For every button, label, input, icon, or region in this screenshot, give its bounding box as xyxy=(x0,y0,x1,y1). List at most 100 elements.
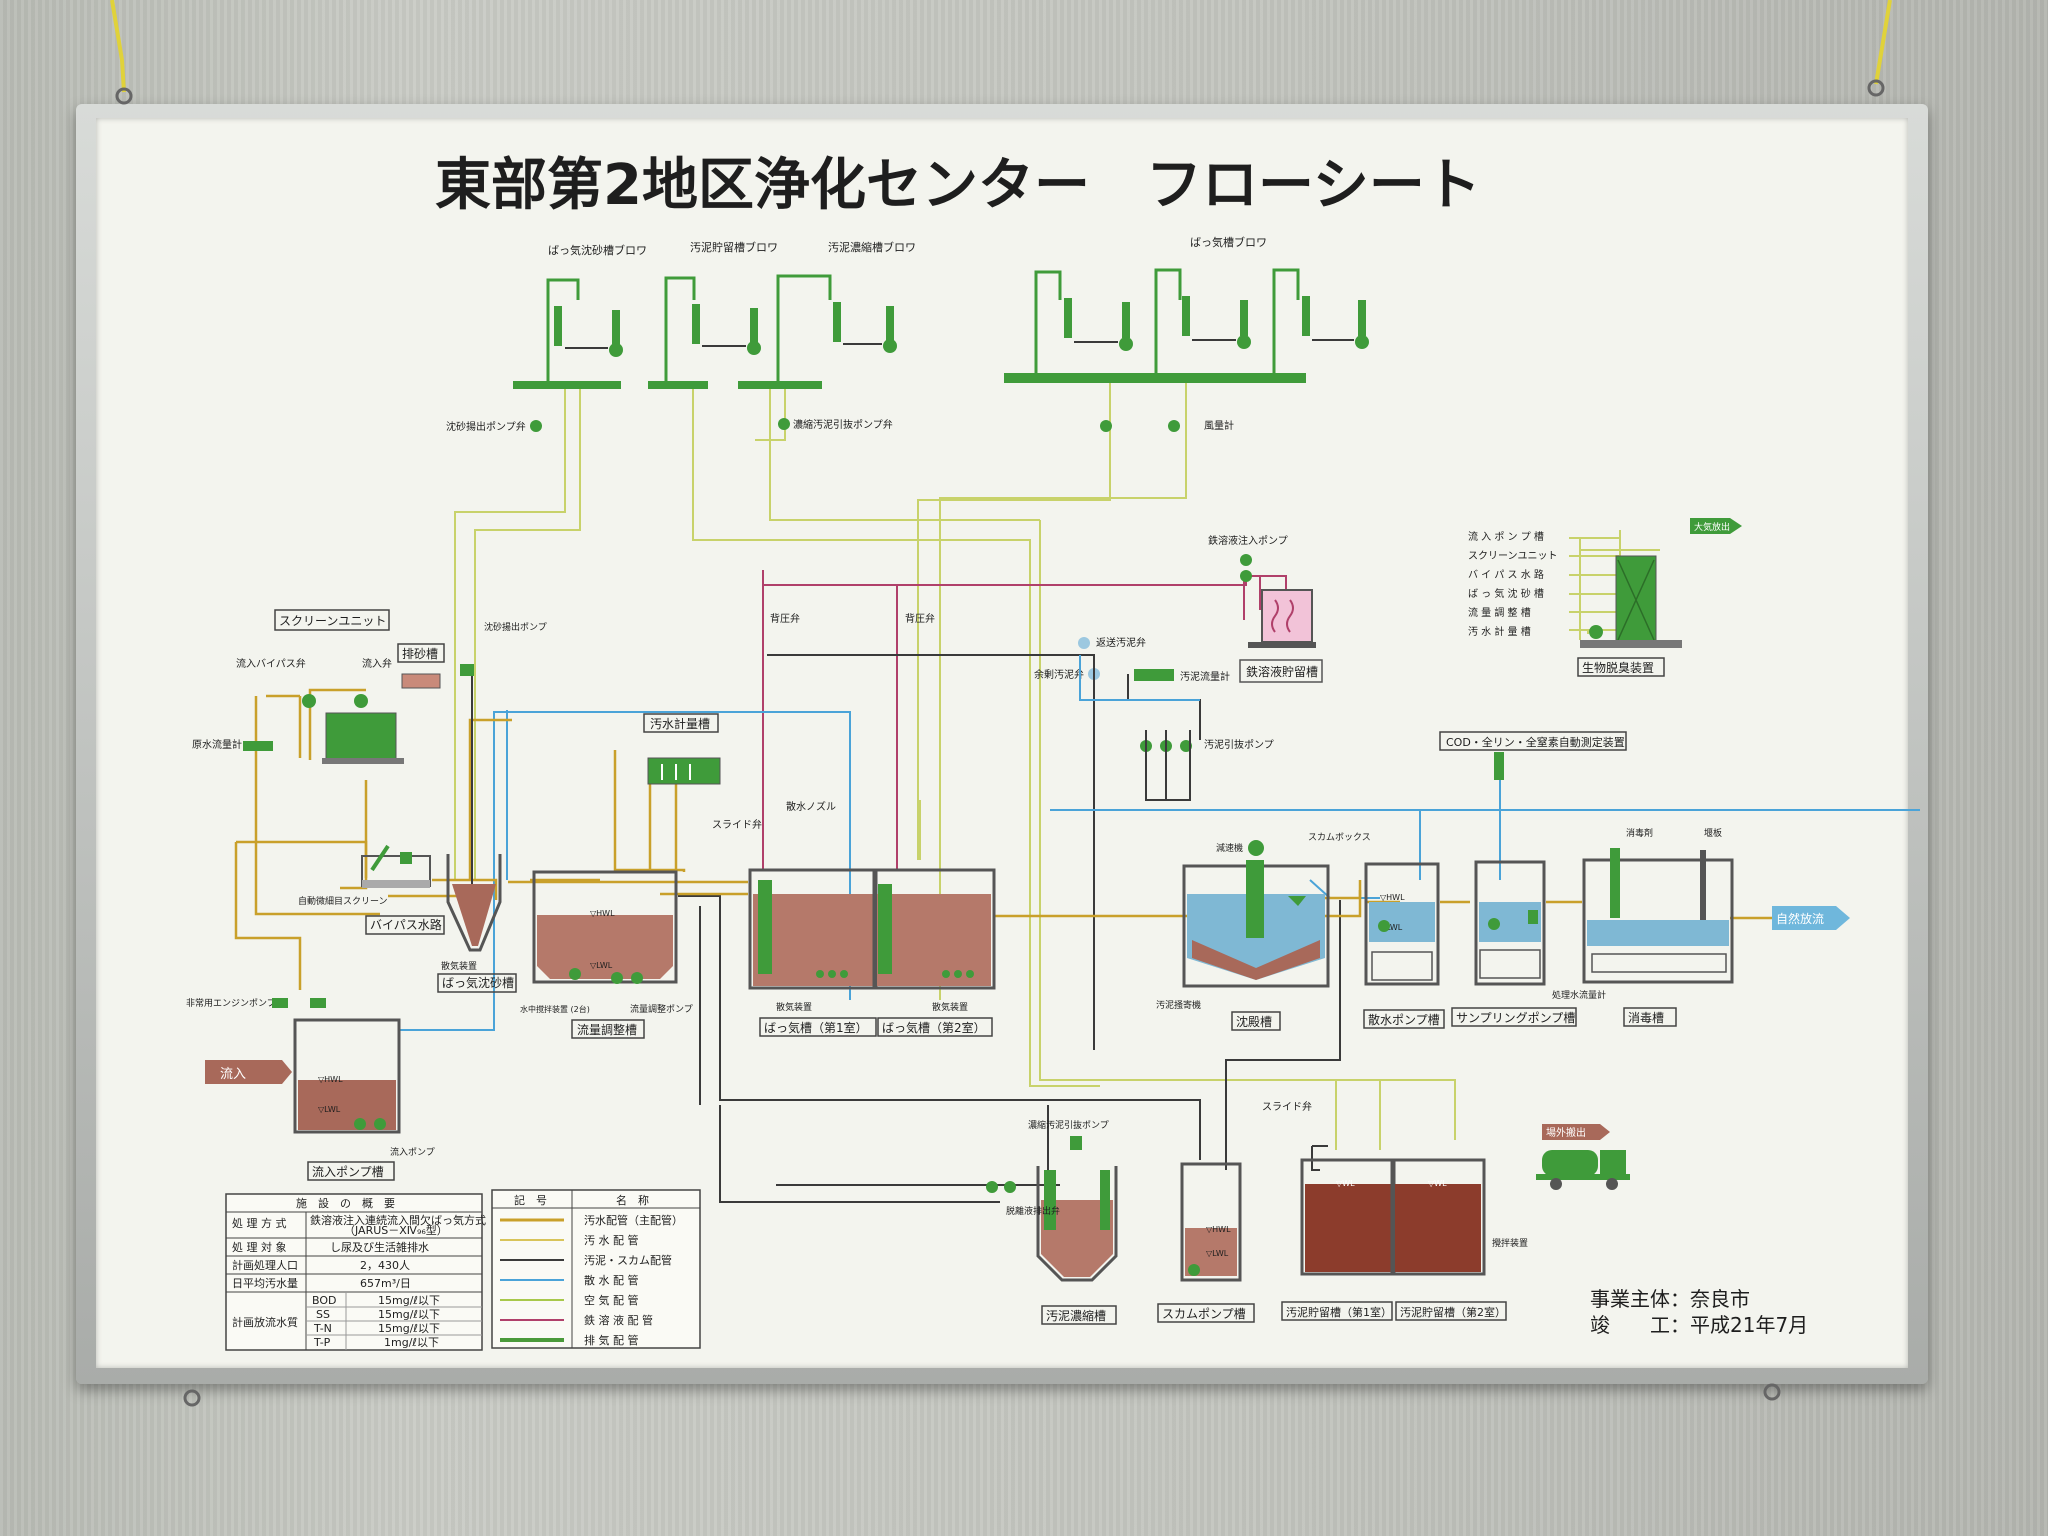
scum-box-label: スカムボックス xyxy=(1308,832,1371,843)
natural-discharge-label: 自然放流 xyxy=(1776,911,1824,926)
disinfect-tank-label: 消毒槽 xyxy=(1628,1011,1664,1025)
iron-inject-pump-label: 鉄溶液注入ポンプ xyxy=(1208,534,1288,547)
overview-header: 施 設 の 概 要 xyxy=(296,1196,395,1210)
blower-silencers xyxy=(554,296,1369,357)
sludge-thicken-tank-label: 汚泥濃縮槽 xyxy=(1046,1308,1106,1323)
deodor-src-3: ば っ 気 沈 砂 槽 xyxy=(1468,587,1544,600)
screen-unit: スクリーンユニット 流入バイパス弁 流入弁 原水流量計 xyxy=(192,609,404,764)
thick-sludge-pump-label: 濃縮汚泥引抜ポンプ xyxy=(1028,1119,1109,1131)
deodor-src-1: スクリーンユニット xyxy=(1468,550,1558,562)
diffuser-label-3: 散気装置 xyxy=(932,1001,968,1013)
blower-labels: ばっ気沈砂槽ブロワ 汚泥貯留槽ブロワ 汚泥濃縮槽ブロワ ばっ気槽ブロワ xyxy=(548,235,1267,257)
sludge-store-2-label: 汚泥貯留槽（第2室） xyxy=(1400,1305,1506,1319)
sludge-store-1-label: 汚泥貯留槽（第1室） xyxy=(1286,1305,1392,1319)
deodor-src-5: 汚 水 計 量 槽 xyxy=(1468,625,1531,638)
deodor-src-0: 流 入 ポ ン プ 槽 xyxy=(1468,530,1544,543)
dewater-valve-label: 脱離液排出弁 xyxy=(1006,1205,1060,1217)
air-headers xyxy=(513,373,1306,389)
quality-v3: 1mg/ℓ以下 xyxy=(384,1336,439,1349)
aeration-2-label: ばっ気槽（第2室） xyxy=(882,1020,986,1035)
grit-tank: 排砂槽 沈砂揚出ポンプ xyxy=(397,621,547,900)
legend-item-6: 排 気 配 管 xyxy=(584,1333,639,1347)
mixer-label: 攪拌装置 xyxy=(1492,1237,1528,1249)
overview-k0: 処 理 方 式 xyxy=(232,1216,287,1230)
grit-pump-valve-label: 沈砂揚出ポンプ弁 xyxy=(446,420,526,433)
blower-aeration-label: ばっ気槽ブロワ xyxy=(1190,235,1267,249)
store1-wl: ▽WL xyxy=(1336,1179,1355,1188)
back-pressure-valves: 背圧弁 背圧弁 xyxy=(770,612,935,625)
spray-hwl: ▽HWL xyxy=(1380,893,1405,902)
overview-table: 施 設 の 概 要 処 理 方 式 鉄溶液注入連続流入間欠ばっ気方式 （JARU… xyxy=(225,1193,486,1351)
scum-pump-tank: ▽HWL ▽LWL スカムポンプ槽 xyxy=(1157,1162,1255,1323)
inflow-arrow xyxy=(205,1060,292,1084)
iron-store-tank-label: 鉄溶液貯留槽 xyxy=(1246,664,1318,679)
inflow-pump-tank: 非常用エンジンポンプ 流入 ▽HWL ▽LWL 流入ポンプ 流入ポンプ槽 xyxy=(186,997,435,1181)
legend-item-4: 空 気 配 管 xyxy=(584,1293,639,1307)
page-title: 東部第2地区浄化センター フローシート xyxy=(435,153,1481,218)
grit-tank-label: 排砂槽 xyxy=(402,647,438,661)
legend-item-2: 汚泥・スカム配管 xyxy=(584,1253,672,1267)
treated-flow-meter-label: 処理水流量計 xyxy=(1552,989,1606,1001)
legend-item-3: 散 水 配 管 xyxy=(584,1273,639,1287)
iron-pump-2-icon xyxy=(1240,570,1252,582)
inflow-bypass-valve-label: 流入バイパス弁 xyxy=(236,657,306,670)
overview-v1: し尿及び生活雑排水 xyxy=(330,1240,429,1254)
sludge-thicken-tank: 濃縮汚泥引抜ポンプ 脱離液排出弁 汚泥濃縮槽 xyxy=(986,1119,1118,1325)
owner-block: 事業主体：奈良市 竣 工：平成21年7月 xyxy=(1590,1287,1808,1337)
owner-line2: 竣 工：平成21年7月 xyxy=(1590,1313,1808,1337)
overview-sub0: （JARUS－ⅩⅣ₉₆型） xyxy=(344,1223,448,1237)
scum-pump-tank-label: スカムポンプ槽 xyxy=(1162,1307,1246,1321)
settling-tank: 減速機 スカムボックス 汚泥掻寄機 沈殿槽 xyxy=(1156,832,1371,1031)
legend-item-0: 汚水配管（主配管） xyxy=(584,1213,683,1227)
deodor-src-4: 流 量 調 整 槽 xyxy=(1468,606,1531,619)
sludge-pipes xyxy=(678,654,1341,1203)
flow-adjust-lwl: ▽LWL xyxy=(590,961,613,970)
back-pressure-valve-2-label: 背圧弁 xyxy=(905,612,935,625)
screen-unit-label: スクリーンユニット xyxy=(279,614,386,628)
back-pressure-valve-1-label: 背圧弁 xyxy=(770,612,800,625)
quality-v0: 15mg/ℓ以下 xyxy=(378,1294,440,1307)
return-sludge-valve-label: 返送汚泥弁 xyxy=(1096,636,1146,649)
spray-pump-tank: ▽HWL ▽LWL 散水ポンプ槽 xyxy=(1363,862,1445,1029)
spray-nozzle-label: 散水ノズル xyxy=(786,800,836,813)
return-sludge: 返送汚泥弁 余剰汚泥弁 汚泥流量計 汚泥引抜ポンプ xyxy=(1034,636,1274,752)
blower-links xyxy=(565,339,1354,349)
atmo-release-label: 大気放出 xyxy=(1694,521,1730,533)
air-valve-2-icon xyxy=(1168,420,1180,432)
quality-k2: T-N xyxy=(313,1322,332,1335)
air-valve-labels: 沈砂揚出ポンプ弁 濃縮汚泥引抜ポンプ弁 風量計 xyxy=(446,418,1234,433)
overview-v2: 2，430人 xyxy=(360,1259,410,1272)
overview-k2: 計画処理人口 xyxy=(232,1258,298,1272)
settling-tank-label: 沈殿槽 xyxy=(1236,1014,1272,1029)
iron-tank-icon xyxy=(1261,589,1313,643)
cod-meter-label: COD・全リン・全窒素自動測定装置 xyxy=(1446,735,1625,749)
scum-hwl: ▽HWL xyxy=(1206,1225,1231,1234)
scum-lwl: ▽LWL xyxy=(1206,1249,1229,1258)
legend-col1: 記 号 xyxy=(514,1193,547,1207)
sewage-meter-tank-label: 汚水計量槽 xyxy=(650,716,710,731)
truck: 場外搬出 xyxy=(1536,1124,1630,1190)
diffuser-label-1: 散気装置 xyxy=(441,960,477,972)
quality-label: 計画放流水質 xyxy=(232,1315,298,1329)
truck-tank-icon xyxy=(1542,1150,1598,1176)
sludge-flow-meter-label: 汚泥流量計 xyxy=(1180,670,1230,683)
offsite-carry-label: 場外搬出 xyxy=(1546,1126,1586,1139)
emergency-pump-label: 非常用エンジンポンプ xyxy=(186,997,276,1009)
flow-adjust-hwl: ▽HWL xyxy=(590,909,615,918)
quality-v1: 15mg/ℓ以下 xyxy=(378,1308,440,1321)
air-valve-1-icon xyxy=(1100,420,1112,432)
aeration-tanks: 散気装置 散気装置 ばっ気槽（第1室） ばっ気槽（第2室） xyxy=(748,868,996,1037)
legend-rows: 汚水配管（主配管） 汚 水 配 管 汚泥・スカム配管 散 水 配 管 空 気 配… xyxy=(500,1213,683,1347)
reducer-label: 減速機 xyxy=(1216,842,1243,854)
flow-adjust-pump-label: 流量調整ポンプ xyxy=(630,1003,693,1015)
inflow-hwl: ▽HWL xyxy=(318,1075,343,1084)
disinfectant-label: 消毒剤 xyxy=(1626,827,1653,839)
sampling-pump-tank-label: サンプリングポンプ槽 xyxy=(1456,1011,1575,1025)
sewage-pipes xyxy=(234,688,1772,990)
blower-sludge-store-label: 汚泥貯留槽ブロワ xyxy=(690,240,778,254)
spray-pump-tank-label: 散水ポンプ槽 xyxy=(1368,1012,1440,1027)
legend-item-5: 鉄 溶 液 配 管 xyxy=(584,1313,653,1327)
quality-v2: 15mg/ℓ以下 xyxy=(378,1322,440,1335)
inflow-pump-label: 流入ポンプ xyxy=(390,1146,435,1158)
thick-sludge-pump-valve-label: 濃縮汚泥引抜ポンプ弁 xyxy=(793,418,893,431)
